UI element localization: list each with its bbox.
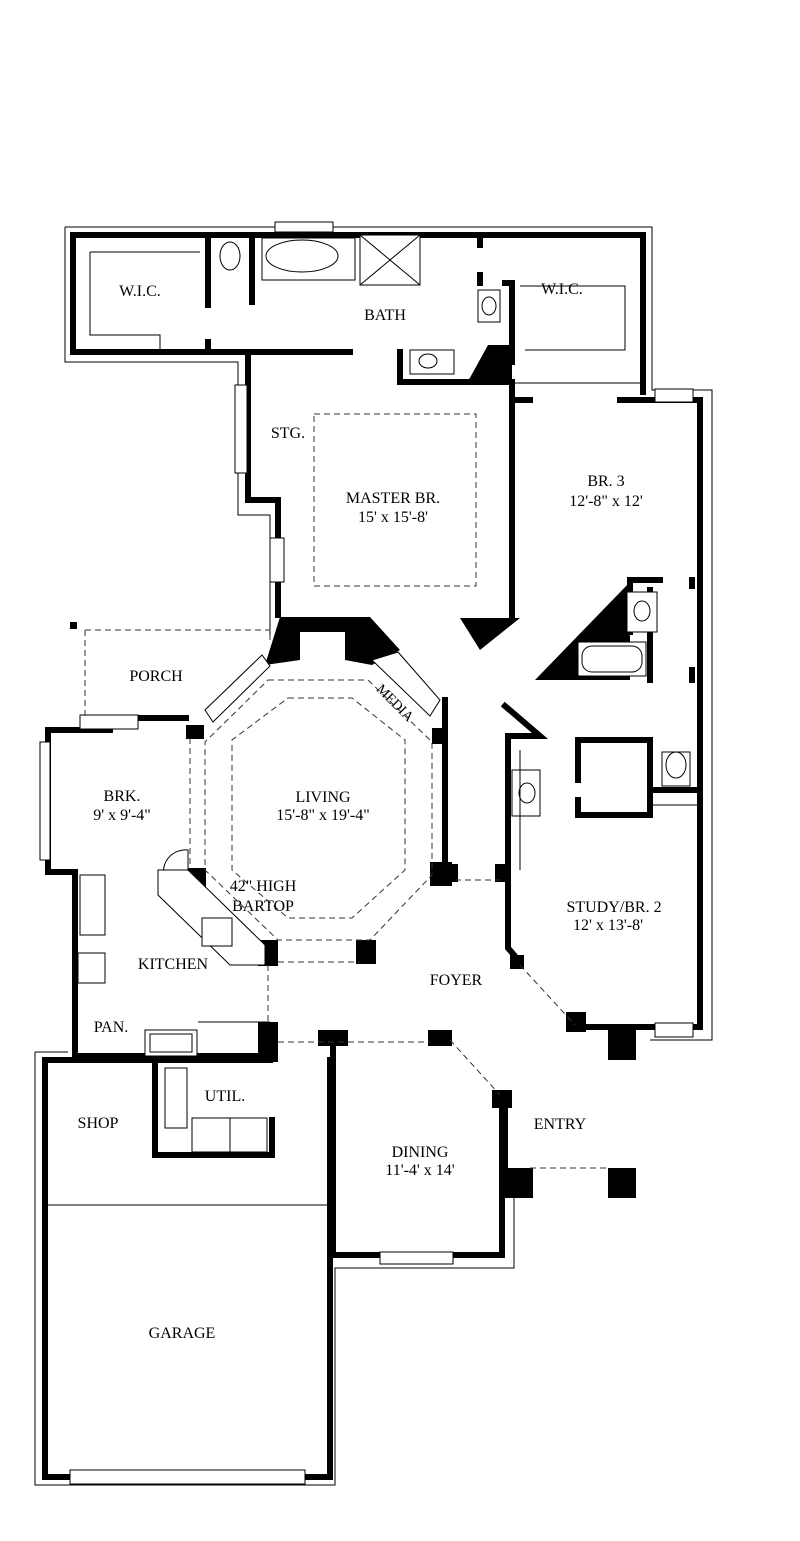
label-storage: STG. — [271, 425, 305, 442]
label-foyer: FOYER — [430, 972, 483, 989]
outer-outline — [34, 226, 713, 1486]
label-utility: UTIL. — [205, 1088, 245, 1105]
label-bartop-1: 42" HIGH — [230, 878, 297, 895]
label-brk-name: BRK. — [104, 788, 141, 805]
label-pantry: PAN. — [94, 1019, 129, 1036]
label-dining-name: DINING — [392, 1144, 449, 1161]
label-garage: GARAGE — [149, 1325, 216, 1342]
label-wic-left: W.I.C. — [119, 283, 161, 300]
label-entry: ENTRY — [534, 1116, 587, 1133]
dashed-lines — [84, 413, 608, 1169]
room-labels: W.I.C. W.I.C. BATH STG. MASTER BR. 15' x… — [78, 281, 662, 1342]
label-bath: BATH — [364, 307, 406, 324]
label-bartop-2: BARTOP — [232, 898, 294, 915]
label-master-name: MASTER BR. — [346, 490, 440, 507]
solid-blocks — [70, 345, 636, 1198]
label-br3-dim: 12'-8" x 12' — [569, 493, 643, 510]
label-master-dim: 15' x 15'-8' — [358, 509, 428, 526]
windows — [39, 221, 694, 1485]
label-porch: PORCH — [129, 668, 183, 685]
label-dining-dim: 11'-4' x 14' — [385, 1162, 455, 1179]
interior-lines — [45, 251, 700, 1206]
label-wic-right: W.I.C. — [541, 281, 583, 298]
label-shop: SHOP — [78, 1115, 119, 1132]
label-study-dim: 12' x 13'-8' — [573, 917, 643, 934]
fixtures — [77, 234, 691, 1153]
label-brk-dim: 9' x 9'-4" — [93, 807, 151, 824]
label-kitchen: KITCHEN — [138, 956, 209, 973]
label-study-name: STUDY/BR. 2 — [566, 899, 661, 916]
exterior-walls — [42, 232, 703, 1480]
label-living-dim: 15'-8" x 19'-4" — [276, 807, 369, 824]
label-br3-name: BR. 3 — [587, 473, 624, 490]
label-living-name: LIVING — [295, 789, 351, 806]
